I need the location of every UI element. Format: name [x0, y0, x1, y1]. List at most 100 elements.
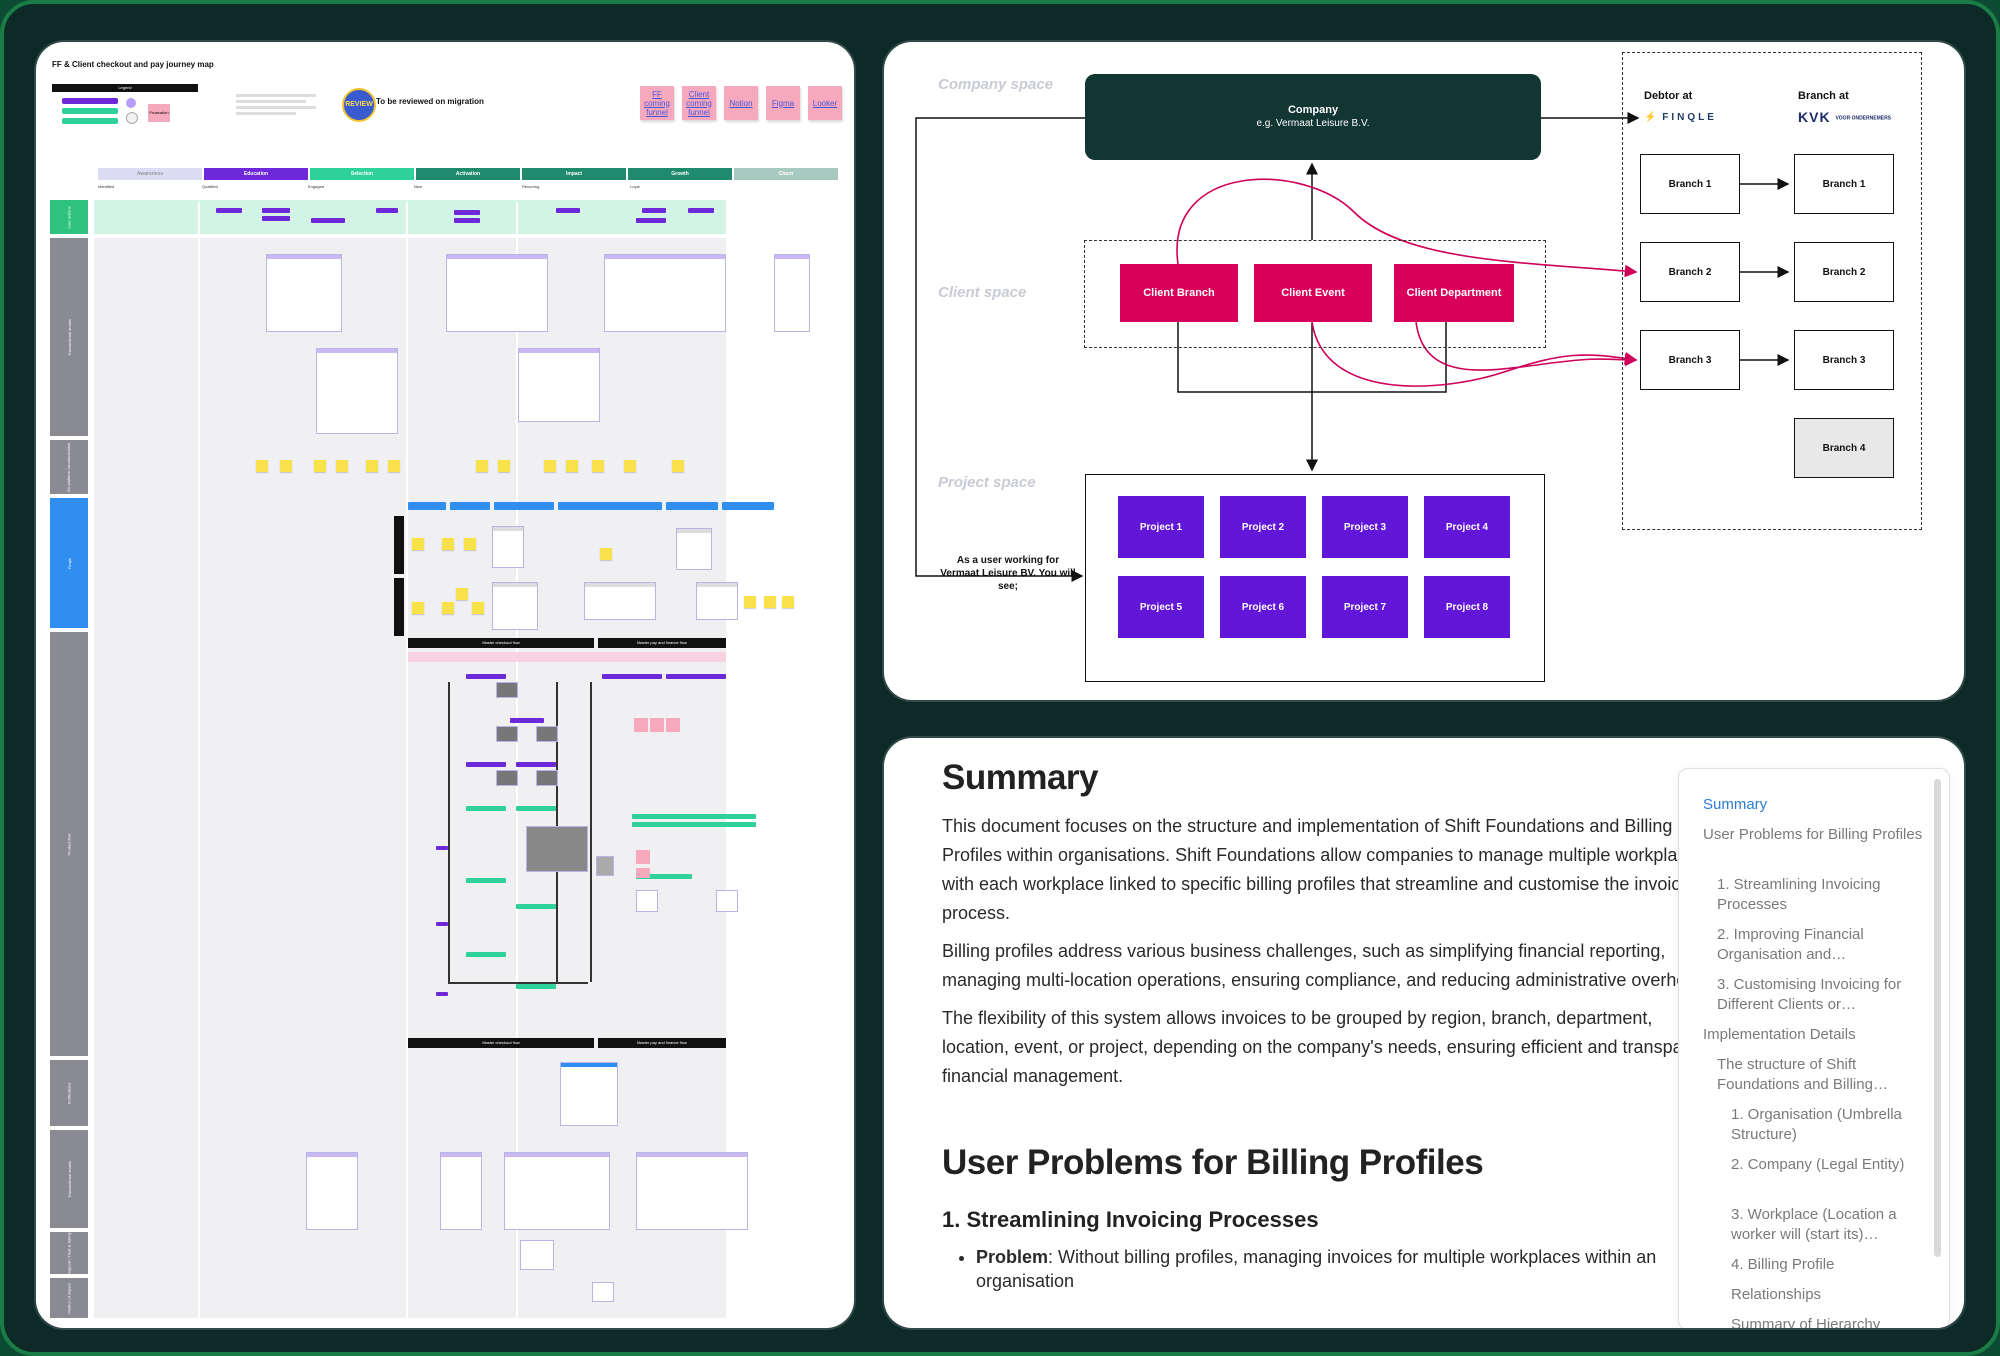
- link-notion[interactable]: Notion: [724, 86, 758, 120]
- email-card[interactable]: [504, 1152, 610, 1230]
- sticky-note: [624, 460, 636, 472]
- toc-item-company[interactable]: 2. Company (Legal Entity): [1731, 1156, 1905, 1173]
- pain-note: [636, 868, 650, 878]
- column-divider: [198, 202, 200, 1318]
- client-event-node[interactable]: Client Event: [1254, 264, 1372, 322]
- screen-thumb[interactable]: [536, 726, 558, 742]
- toc-item-streamlining[interactable]: 1. Streamlining Invoicing Processes: [1717, 876, 1881, 913]
- sticky-note: [600, 548, 612, 560]
- stage-selection: Selection: [310, 168, 414, 180]
- email-card[interactable]: [774, 254, 810, 332]
- screen-thumb[interactable]: [496, 682, 518, 698]
- link-figma[interactable]: Figma: [766, 86, 800, 120]
- project-node[interactable]: Project 3: [1322, 496, 1408, 558]
- legend-notes: [236, 94, 316, 115]
- sticky-note: [442, 538, 454, 550]
- screen-card[interactable]: [492, 582, 538, 630]
- client-branch-node[interactable]: Client Branch: [1120, 264, 1238, 322]
- sticky-note: [412, 538, 424, 550]
- toc-item-improving[interactable]: 2. Improving Financial Organisation and…: [1717, 926, 1864, 963]
- project-node[interactable]: Project 8: [1424, 576, 1510, 638]
- client-space-zone: [1084, 240, 1546, 348]
- flow-step: [632, 814, 756, 819]
- screen-card[interactable]: [676, 528, 712, 570]
- company-space-label: Company space: [938, 76, 1054, 93]
- screen-card[interactable]: [584, 582, 656, 620]
- flow-step: [516, 904, 556, 909]
- email-card[interactable]: [636, 1152, 748, 1230]
- link-ff-coming-funnel[interactable]: FF coming funnel: [640, 86, 674, 120]
- lane-on-platform-communication: On-platform communication: [50, 440, 88, 494]
- screen-thumb[interactable]: [496, 770, 518, 786]
- sticky-note: [280, 460, 292, 472]
- project-node[interactable]: Project 6: [1220, 576, 1306, 638]
- link-looker[interactable]: Looker: [808, 86, 842, 120]
- screen-thumb[interactable]: [496, 726, 518, 742]
- hierarchy-diagram-panel[interactable]: Company space Client space Project space: [884, 42, 1964, 700]
- kvk-branch-node[interactable]: Branch 2: [1794, 242, 1894, 302]
- screen-card[interactable]: [696, 582, 738, 620]
- email-card[interactable]: [306, 1152, 358, 1230]
- email-card[interactable]: [440, 1152, 482, 1230]
- finqle-step: [558, 502, 662, 510]
- project-node[interactable]: Project 2: [1220, 496, 1306, 558]
- kvk-branch-node[interactable]: Branch 4: [1794, 418, 1894, 478]
- project-node[interactable]: Project 7: [1322, 576, 1408, 638]
- toc-scrollbar[interactable]: [1934, 779, 1941, 1257]
- project-node[interactable]: Project 1: [1118, 496, 1204, 558]
- debtor-branch-node[interactable]: Branch 2: [1640, 242, 1740, 302]
- toc-item-customising[interactable]: 3. Customising Invoicing for Different C…: [1717, 976, 1902, 1013]
- debtor-branch-node[interactable]: Branch 3: [1640, 330, 1740, 390]
- support-card[interactable]: [592, 1282, 614, 1302]
- notification-card[interactable]: [560, 1062, 618, 1126]
- toc-item-relationships[interactable]: Relationships: [1731, 1286, 1822, 1303]
- flow-header-checkout: Master checkout flow: [408, 638, 594, 648]
- flow-connector: [590, 682, 592, 982]
- sticky-note: [388, 460, 400, 472]
- toc-item-hierarchy-summary[interactable]: Summary of Hierarchy: [1731, 1316, 1881, 1328]
- screen-thumb[interactable]: [596, 856, 614, 876]
- screen-thumb[interactable]: [636, 890, 658, 912]
- sticky-note: [544, 460, 556, 472]
- sticky-note: [498, 460, 510, 472]
- flow-step: [636, 874, 692, 879]
- screen-thumb[interactable]: [536, 770, 558, 786]
- sticky-note: [592, 460, 604, 472]
- toc-item-summary[interactable]: Summary: [1703, 796, 1768, 813]
- link-stickies: FF coming funnel Client coming funnel No…: [640, 86, 842, 120]
- kvk-branch-node[interactable]: Branch 3: [1794, 330, 1894, 390]
- screen-thumb[interactable]: [716, 890, 738, 912]
- flow-step: [466, 952, 506, 957]
- screen-thumb[interactable]: [526, 826, 588, 872]
- email-card[interactable]: [446, 254, 548, 332]
- toc-item-user-problems[interactable]: User Problems for Billing Profiles: [1703, 826, 1923, 843]
- toc-item-organisation[interactable]: 1. Organisation (Umbrella Structure): [1731, 1106, 1902, 1143]
- flow-step: [516, 762, 556, 767]
- project-node[interactable]: Project 4: [1424, 496, 1510, 558]
- summary-paragraph: Billing profiles address various busines…: [942, 941, 1684, 990]
- journey-map-panel[interactable]: FF & Client checkout and pay journey map…: [36, 42, 854, 1328]
- substage-label: New: [414, 184, 423, 189]
- support-card[interactable]: [520, 1240, 554, 1270]
- toc-item-structure[interactable]: The structure of Shift Foundations and B…: [1717, 1056, 1888, 1093]
- email-card[interactable]: [518, 348, 600, 422]
- finqle-side-tag: [394, 578, 404, 636]
- toc-item-workplace[interactable]: 3. Workplace (Location a worker will (st…: [1731, 1206, 1897, 1243]
- screen-card[interactable]: [492, 526, 524, 568]
- company-node[interactable]: Company e.g. Vermaat Leisure B.V.: [1085, 74, 1541, 160]
- toc-item-billing-profile[interactable]: 4. Billing Profile: [1731, 1256, 1835, 1273]
- project-node[interactable]: Project 5: [1118, 576, 1204, 638]
- email-card[interactable]: [266, 254, 342, 332]
- debtor-branch-node[interactable]: Branch 1: [1640, 154, 1740, 214]
- email-card[interactable]: [316, 348, 398, 434]
- link-client-coming-funnel[interactable]: Client coming funnel: [682, 86, 716, 120]
- problem-text: : Without billing profiles, managing inv…: [976, 1247, 1657, 1291]
- document-panel[interactable]: Summary This document focuses on the str…: [884, 738, 1964, 1328]
- project-space-label: Project space: [938, 474, 1036, 491]
- kvk-branch-node[interactable]: Branch 1: [1794, 154, 1894, 214]
- email-card[interactable]: [604, 254, 726, 332]
- sticky-note: [476, 460, 488, 472]
- legend-chip: [62, 118, 118, 124]
- client-department-node[interactable]: Client Department: [1394, 264, 1514, 322]
- toc-item-implementation[interactable]: Implementation Details: [1703, 1026, 1856, 1043]
